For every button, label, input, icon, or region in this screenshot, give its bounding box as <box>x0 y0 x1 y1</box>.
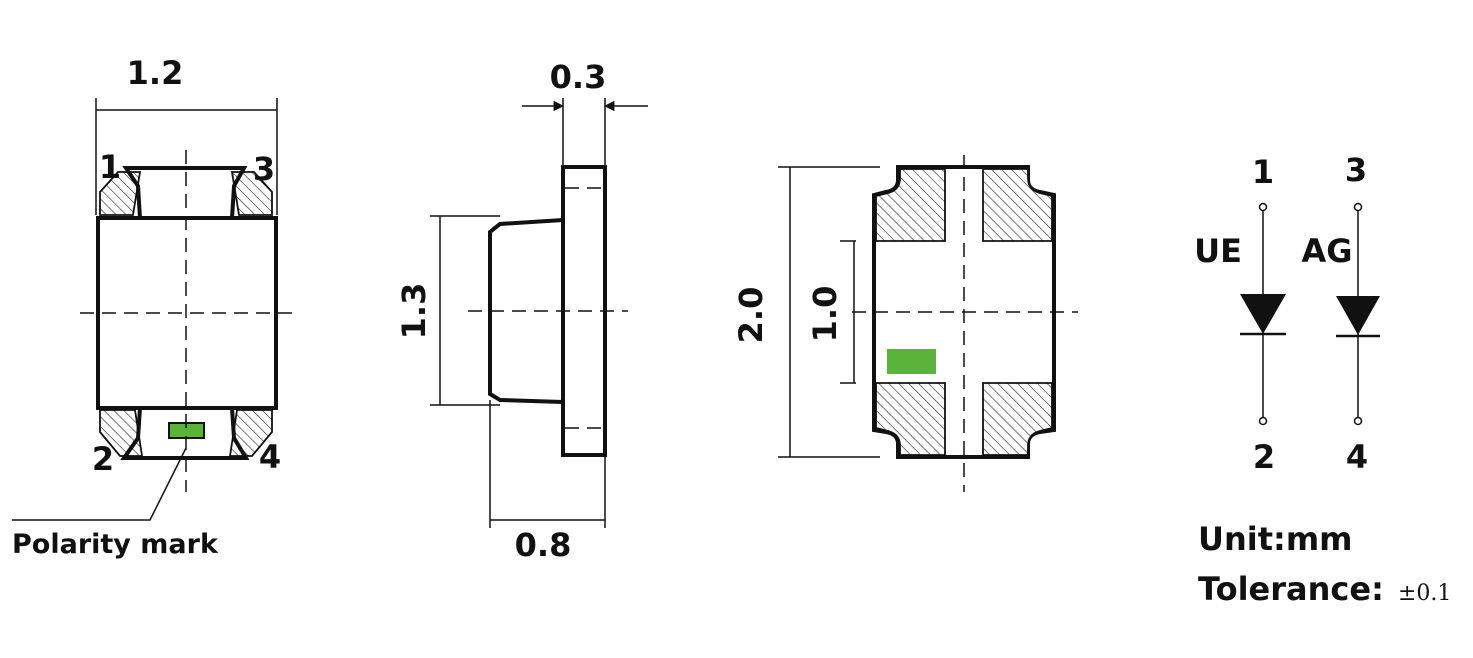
top-view-pin-4: 4 <box>259 438 281 476</box>
top-view: 1.2 Polarity mark 1 3 2 4 <box>12 54 300 560</box>
tolerance-note-value: ±0.1 <box>1398 581 1451 606</box>
side-view: 0.3 1.3 0.8 <box>395 58 648 564</box>
bottom-pad-1 <box>875 168 946 242</box>
schematic-pin-3: 3 <box>1345 151 1367 189</box>
schematic-terminal-4 <box>1353 416 1363 426</box>
left-diode-color-label: UE <box>1194 232 1242 270</box>
pitch-dimension-label: 1.0 <box>806 286 844 343</box>
bottom-pad-2 <box>875 382 946 456</box>
polarity-mark-label: Polarity mark <box>12 529 219 560</box>
schematic-pin-2: 2 <box>1253 438 1275 476</box>
unit-note: Unit:mm <box>1198 520 1353 558</box>
bottom-pad-4 <box>982 382 1053 456</box>
schematic-pin-4: 4 <box>1346 438 1368 476</box>
lens-bottom <box>120 406 250 460</box>
right-diode-triangle <box>1336 296 1380 335</box>
lens-top <box>122 166 248 220</box>
schematic-terminal-3 <box>1353 202 1363 212</box>
top-view-pin-1: 1 <box>99 148 121 186</box>
bottom-view: 2.0 1.0 <box>732 155 1078 492</box>
schematic-terminal-2 <box>1258 416 1268 426</box>
tolerance-note-label: Tolerance: <box>1198 570 1384 608</box>
thickness-dimension-label: 0.3 <box>550 58 607 96</box>
left-diode-triangle <box>1240 294 1286 334</box>
width-dimension-label: 1.2 <box>127 54 184 92</box>
height-dimension-label: 1.3 <box>395 283 433 340</box>
schematic-pin-1: 1 <box>1252 153 1274 191</box>
bottom-pad-3 <box>982 168 1053 242</box>
depth-dimension-label: 0.8 <box>515 526 572 564</box>
notes: Unit:mm Tolerance: ±0.1 <box>1198 520 1451 608</box>
polarity-leader-line <box>12 447 187 521</box>
right-diode-color-label: AG <box>1301 232 1352 270</box>
bottom-polarity-mark <box>887 349 936 374</box>
top-view-pin-2: 2 <box>92 440 114 478</box>
length-dimension-label: 2.0 <box>732 287 770 344</box>
schematic-terminal-1 <box>1258 202 1268 212</box>
top-view-pin-3: 3 <box>253 150 275 188</box>
schematic: 1 2 UE 3 4 AG <box>1194 151 1380 476</box>
side-body-lens <box>488 218 564 404</box>
